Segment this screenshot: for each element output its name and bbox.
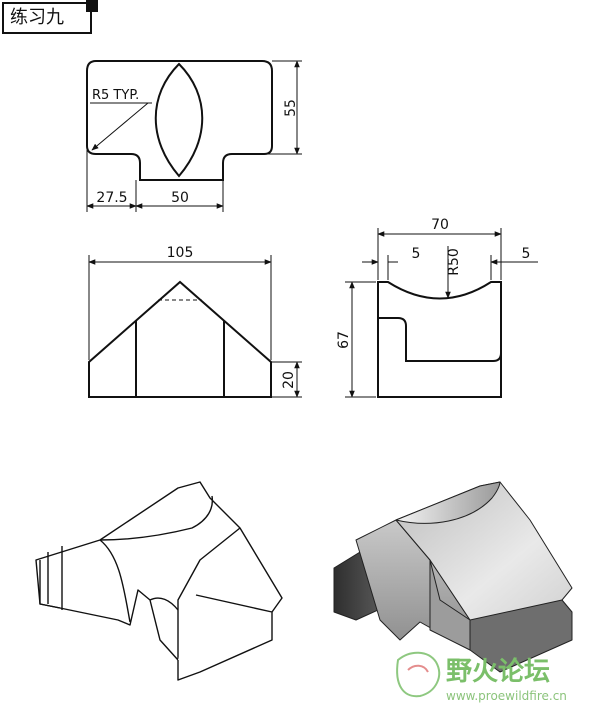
- front-view-outline: [88, 280, 272, 398]
- top-view: [86, 60, 302, 212]
- watermark-name: 野火论坛: [446, 657, 550, 687]
- title-corner-mark: [86, 0, 98, 12]
- top-view-outline: [86, 60, 273, 181]
- top-left-label: 27.5: [96, 190, 127, 206]
- top-radius-label: R5 TYP.: [92, 88, 139, 103]
- side-view-inner-step: [378, 317, 502, 362]
- top-view-lens: [154, 62, 204, 178]
- side-height-label: 67: [336, 331, 352, 349]
- side-left-lip-label: 5: [412, 246, 421, 262]
- top-slot-label: 50: [171, 190, 189, 206]
- exercise-title: 练习九: [2, 2, 92, 34]
- isometric-shaded-render: [333, 481, 573, 673]
- front-view: [88, 255, 302, 398]
- watermark-url: www.proewildfire.cn: [446, 689, 567, 703]
- side-radius-label: R50: [446, 248, 462, 276]
- front-width-label: 105: [167, 245, 194, 261]
- isometric-line-drawing: [35, 481, 283, 681]
- side-right-lip-label: 5: [522, 246, 531, 262]
- side-width-label: 70: [431, 217, 449, 233]
- top-height-label: 55: [283, 99, 299, 117]
- side-view-outline: [377, 281, 502, 398]
- front-base-label: 20: [281, 371, 297, 389]
- watermark-logo: [396, 651, 441, 698]
- side-view: [345, 228, 538, 398]
